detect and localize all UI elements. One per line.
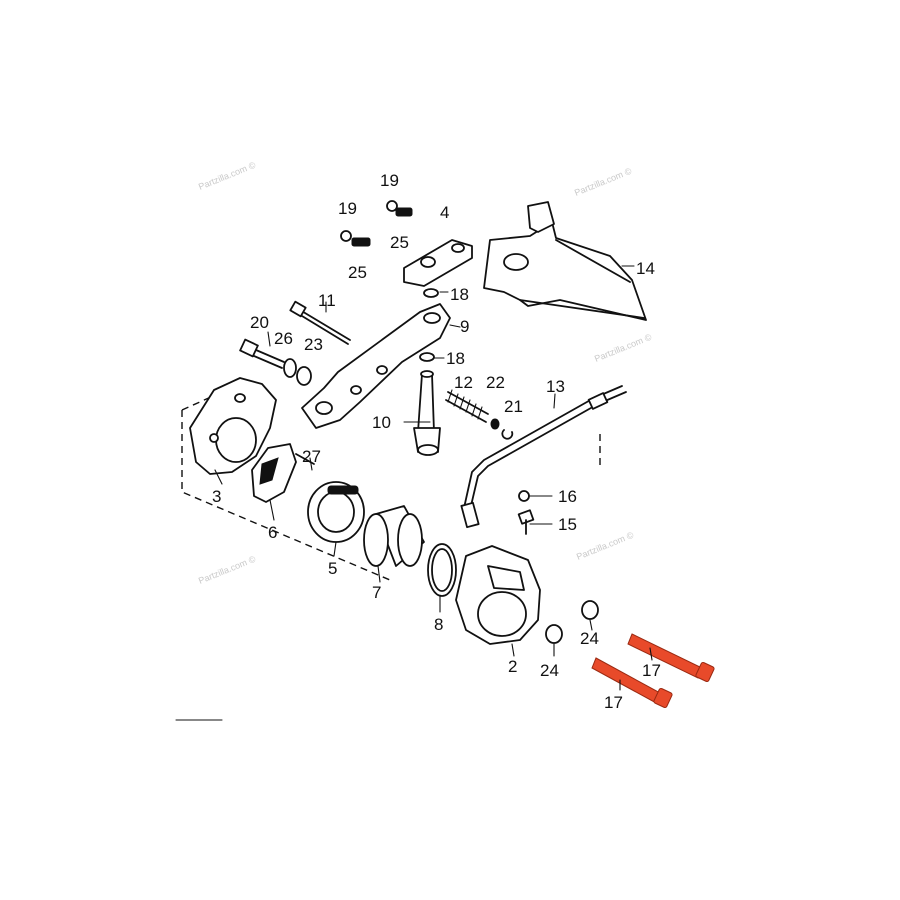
label-13: 13	[546, 377, 565, 396]
part-19-bolt-b[interactable]	[386, 200, 413, 217]
label-27: 27	[302, 447, 321, 466]
label-22: 22	[486, 373, 505, 392]
label-8: 8	[434, 615, 443, 634]
part-20-bolt[interactable]	[239, 338, 285, 369]
label-11: 11	[318, 291, 336, 310]
part-3-caliper-bracket[interactable]	[189, 377, 277, 475]
part-14-bracket[interactable]	[483, 201, 647, 321]
label-25a: 25	[348, 263, 367, 282]
label-18a: 18	[450, 285, 469, 304]
watermark: Partzilla.com ©	[197, 554, 257, 586]
label-6: 6	[268, 523, 277, 542]
part-4-holder[interactable]	[403, 239, 473, 287]
label-19a: 19	[338, 199, 357, 218]
label-17a: 17	[642, 661, 661, 680]
label-25b: 25	[390, 233, 409, 252]
label-4: 4	[440, 203, 449, 222]
label-17b: 17	[604, 693, 623, 712]
label-10: 10	[372, 413, 391, 432]
label-2: 2	[508, 657, 517, 676]
label-9: 9	[460, 317, 469, 336]
part-21-clip[interactable]	[501, 429, 514, 440]
label-15: 15	[558, 515, 577, 534]
part-15-bolt[interactable]	[517, 509, 535, 535]
label-20: 20	[250, 313, 269, 332]
label-12: 12	[454, 373, 473, 392]
part-12-spring[interactable]	[445, 389, 489, 423]
part-19-bolt-a[interactable]	[340, 230, 371, 247]
label-3: 3	[212, 487, 221, 506]
label-23: 23	[304, 335, 323, 354]
part-16-nut[interactable]	[518, 490, 530, 502]
part-24-washer[interactable]	[581, 600, 599, 620]
watermark: Partzilla.com ©	[197, 160, 257, 192]
label-24b: 24	[540, 661, 559, 680]
part-24-washer[interactable]	[545, 624, 563, 644]
part-18-o-ring[interactable]	[423, 288, 439, 298]
part-5-housing[interactable]	[307, 481, 365, 543]
part-9-torque-arm[interactable]	[301, 303, 451, 429]
label-18b: 18	[446, 349, 465, 368]
part-13-rod[interactable]	[460, 385, 627, 529]
part-7-piston[interactable]	[363, 505, 425, 567]
part-10-pin[interactable]	[413, 370, 441, 456]
watermark: Partzilla.com ©	[593, 332, 653, 364]
label-21: 21	[504, 397, 523, 416]
label-19b: 19	[380, 171, 399, 190]
part-2-caliper-body[interactable]	[455, 545, 541, 645]
part-26-washer[interactable]	[283, 358, 297, 378]
watermark: Partzilla.com ©	[575, 530, 635, 562]
part-22-nut[interactable]	[490, 418, 500, 430]
part-17-bolt-highlight[interactable]	[627, 633, 715, 683]
part-18-o-ring[interactable]	[419, 352, 435, 362]
label-14: 14	[636, 259, 655, 278]
label-16: 16	[558, 487, 577, 506]
label-5: 5	[328, 559, 337, 578]
part-17-bolt-highlight[interactable]	[591, 657, 673, 709]
part-6-brake-pad[interactable]	[251, 443, 297, 503]
part-11-bolt[interactable]	[289, 300, 351, 345]
label-26: 26	[274, 329, 293, 348]
label-7: 7	[372, 583, 381, 602]
leader-lines	[214, 265, 653, 691]
label-24a: 24	[580, 629, 599, 648]
part-23-washer[interactable]	[296, 366, 312, 386]
watermark: Partzilla.com ©	[573, 166, 633, 198]
